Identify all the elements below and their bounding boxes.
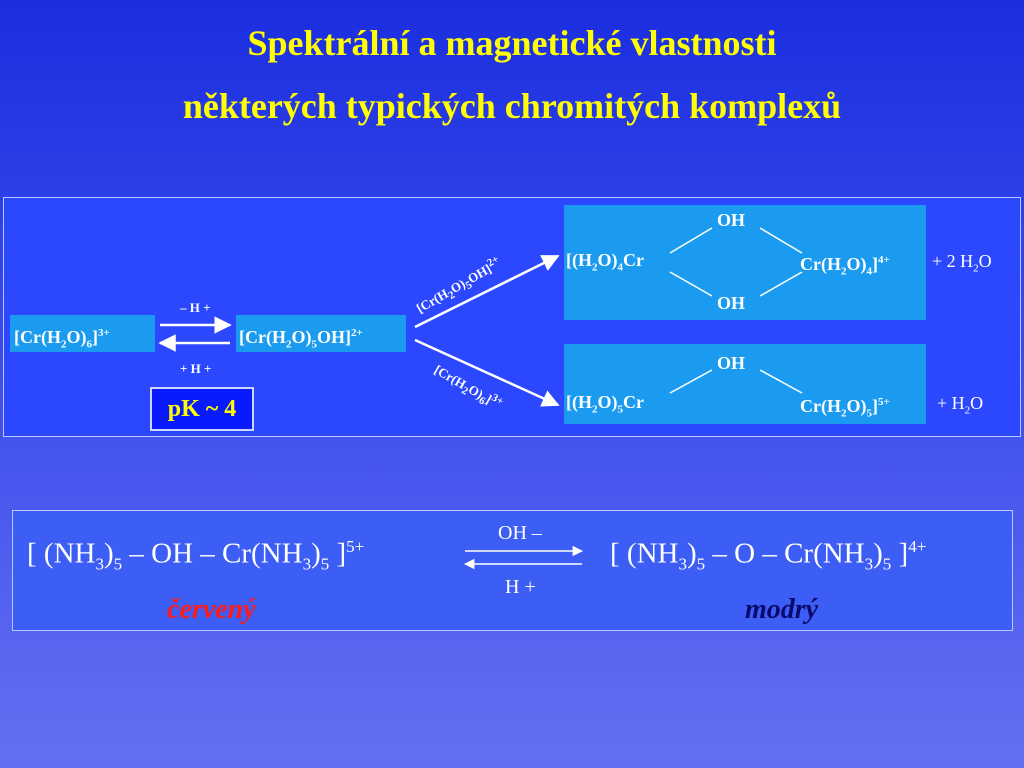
- color-label-blue: modrý: [745, 594, 819, 625]
- equilibrium-right-species: [ (NH3)5 – O – Cr(NH3)5 ]4+: [610, 537, 927, 574]
- branch-down-arrow: [414, 338, 560, 407]
- hydroxo-complex: [Cr(H2O)5OH]2+: [239, 327, 363, 351]
- monohydroxo-dimer-box: [564, 344, 926, 424]
- bond-di-left-top: [669, 227, 713, 254]
- title-line-1: Spektrální a magnetické vlastnosti: [247, 23, 777, 63]
- equilibrium-arrow-top-label: OH –: [498, 522, 542, 544]
- bond-di-right-top: [759, 227, 803, 254]
- hexaaqua-complex: [Cr(H2O)6]3+: [14, 327, 110, 351]
- equilibrium-left-species: [ (NH3)5 – OH – Cr(NH3)5 ]5+: [27, 537, 365, 574]
- bond-lines: [669, 227, 803, 394]
- hydroxo-box: [236, 315, 406, 352]
- protonation-label: + H +: [180, 361, 212, 376]
- title-line-2: některých typických chromitých komplexů: [182, 86, 842, 126]
- dimer-mono-right: Cr(H2O)5]5+: [800, 396, 890, 420]
- dihydroxo-dimer-box: [564, 205, 926, 320]
- hexaaqua-box: [10, 315, 155, 352]
- equilibrium-arrow-bottom-label: H +: [505, 576, 536, 598]
- bond-di-left-bottom: [669, 271, 713, 297]
- color-label-red: červený: [167, 594, 256, 625]
- dimer-mono-left: [(H2O)5Cr: [566, 392, 644, 416]
- bond-mono-left: [669, 369, 713, 394]
- bridge-oh-top: OH: [717, 210, 746, 230]
- dimer-di-right: Cr(H2O)4]4+: [800, 254, 890, 278]
- equilibrium-panel: [12, 510, 1013, 631]
- bond-mono-right: [759, 369, 803, 394]
- bond-di-right-bottom: [759, 271, 803, 297]
- deprotonation-label: – H +: [180, 300, 211, 315]
- byproduct-two-water: + 2 H2O: [932, 251, 992, 275]
- branch-up-arrow: [414, 254, 560, 329]
- bridge-oh-bottom: OH: [717, 293, 746, 313]
- bridge-oh-mono: OH: [717, 353, 746, 373]
- byproduct-water: + H2O: [937, 393, 984, 417]
- pk-badge: pK ~ 4: [150, 387, 254, 431]
- dimer-di-left: [(H2O)4Cr: [566, 250, 644, 274]
